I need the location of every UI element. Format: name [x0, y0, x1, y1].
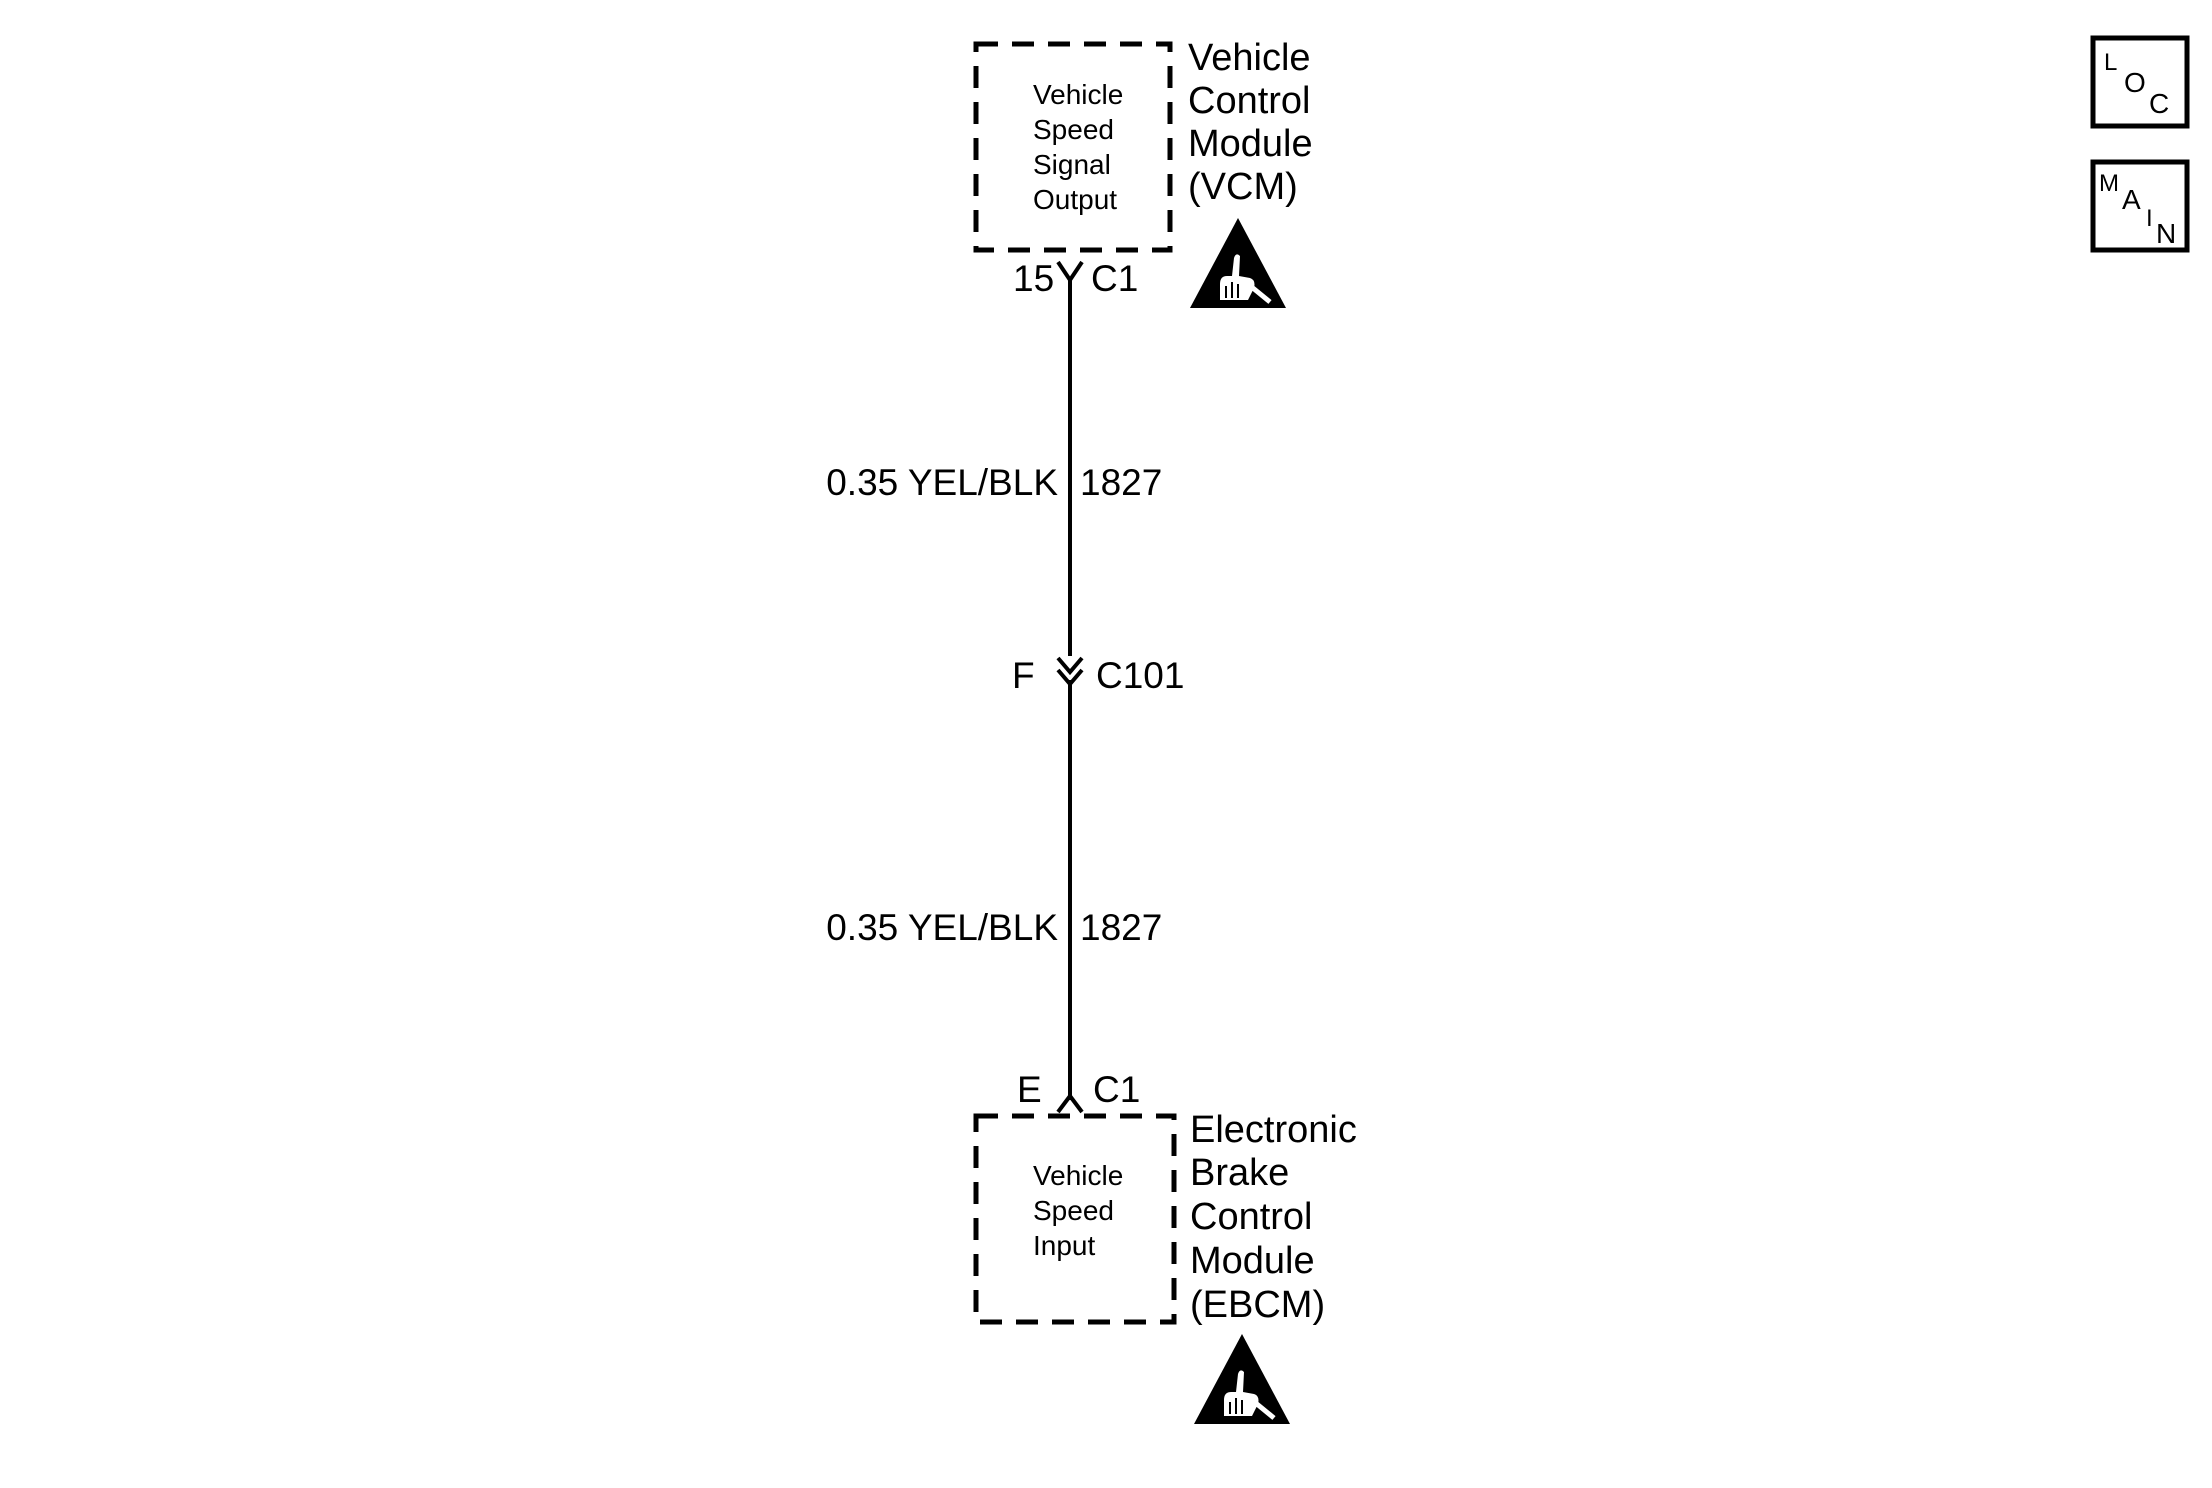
- vcm-connector-id: C1: [1091, 258, 1138, 299]
- loc-letter-c: C: [2149, 88, 2169, 119]
- ebcm-label-line-2: Brake: [1190, 1152, 1289, 1194]
- ebcm-label-line-3: Control: [1190, 1196, 1313, 1238]
- ebcm-inner-line-2: Speed: [1033, 1195, 1114, 1226]
- vcm-label-line-2: Control: [1188, 80, 1311, 122]
- loc-letter-o: O: [2124, 67, 2146, 98]
- ebcm-label-line-5: (EBCM): [1190, 1284, 1325, 1326]
- main-letter-n: N: [2156, 218, 2176, 249]
- vcm-dashed-box: [973, 41, 1173, 253]
- ebcm-inner-line-1: Vehicle: [1033, 1160, 1123, 1191]
- vcm-label-line-3: Module: [1188, 123, 1313, 165]
- vcm-inner-line-2: Speed: [1033, 114, 1114, 145]
- ebcm-label-line-1: Electronic: [1190, 1109, 1357, 1151]
- vcm-label-line-1: Vehicle: [1188, 37, 1311, 79]
- inline-connector-id: C101: [1096, 655, 1184, 696]
- ebcm-connector-symbol: [1056, 1092, 1084, 1114]
- vcm-inner-line-1: Vehicle: [1033, 79, 1123, 110]
- loc-letter-l: L: [2104, 49, 2117, 76]
- esd-sensitive-icon: [1194, 1334, 1290, 1424]
- main-letter-i: I: [2146, 205, 2153, 232]
- wire-lower-size-color: 0.35 YEL/BLK: [826, 907, 1058, 948]
- vcm-inner-line-3: Signal: [1033, 149, 1111, 180]
- vcm-inner-line-4: Output: [1033, 184, 1117, 215]
- main-button[interactable]: M A I N: [2090, 159, 2190, 253]
- ebcm-component: E C1 Vehicle Speed Input Electronic Brak…: [973, 1069, 1357, 1424]
- ebcm-inner-line-3: Input: [1033, 1230, 1095, 1261]
- main-letter-m: M: [2099, 170, 2119, 197]
- inline-connector-pin: F: [1012, 655, 1035, 696]
- wire-upper-circuit: 1827: [1080, 462, 1162, 503]
- ebcm-dashed-box: [973, 1113, 1177, 1325]
- vcm-component: Vehicle Speed Signal Output Vehicle Cont…: [973, 37, 1313, 308]
- vcm-connector-symbol: [1056, 260, 1084, 284]
- ebcm-label-line-4: Module: [1190, 1240, 1315, 1282]
- ebcm-connector-id: C1: [1093, 1069, 1140, 1110]
- main-letter-a: A: [2122, 184, 2141, 215]
- wire-upper-size-color: 0.35 YEL/BLK: [826, 462, 1058, 503]
- vcm-label-line-4: (VCM): [1188, 166, 1298, 208]
- vcm-pin-number: 15: [1013, 258, 1054, 299]
- inline-connector-symbol-top: [1056, 656, 1084, 676]
- inline-connector-symbol-bottom: [1056, 668, 1084, 688]
- wire-lower-circuit: 1827: [1080, 907, 1162, 948]
- loc-button[interactable]: L O C: [2090, 35, 2190, 129]
- ebcm-pin-letter: E: [1017, 1069, 1042, 1110]
- inline-connector-c101: F C101: [1012, 655, 1184, 696]
- esd-sensitive-icon: [1190, 218, 1286, 308]
